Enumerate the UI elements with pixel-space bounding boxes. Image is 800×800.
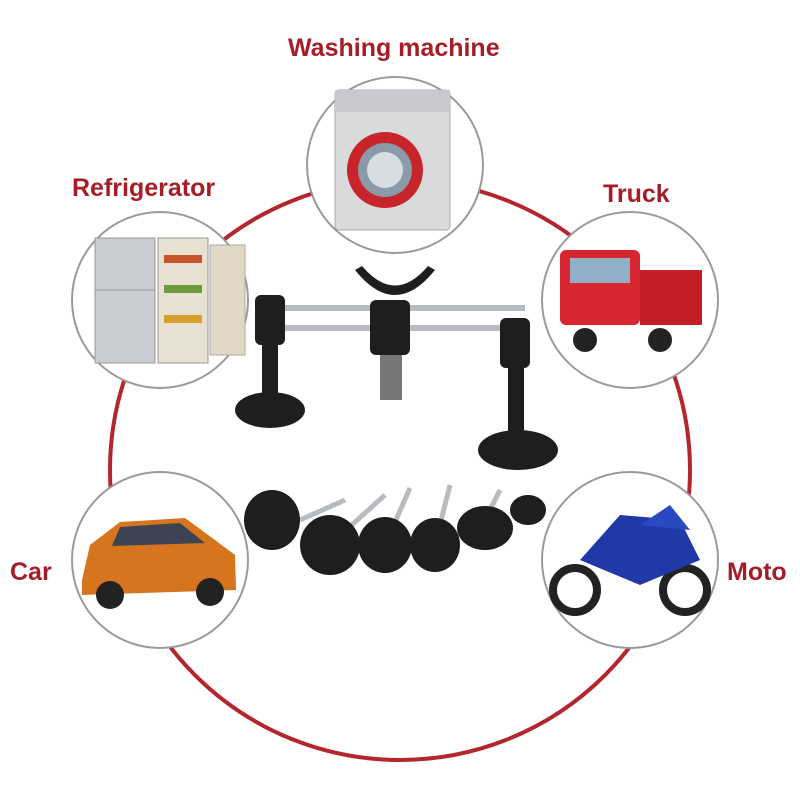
label-washing-machine: Washing machine [288, 34, 500, 62]
label-refrigerator: Refrigerator [72, 174, 216, 202]
label-moto: Moto [727, 558, 787, 586]
label-car: Car [10, 558, 52, 586]
label-truck: Truck [603, 180, 670, 208]
glue-tabs-image [244, 484, 546, 575]
truck-image [541, 211, 719, 389]
refrigerator-image [71, 211, 249, 389]
motorcycle-image [541, 471, 719, 649]
washing-machine-image [306, 76, 484, 254]
dent-puller-bridge-image [235, 266, 558, 470]
car-image [71, 471, 249, 649]
